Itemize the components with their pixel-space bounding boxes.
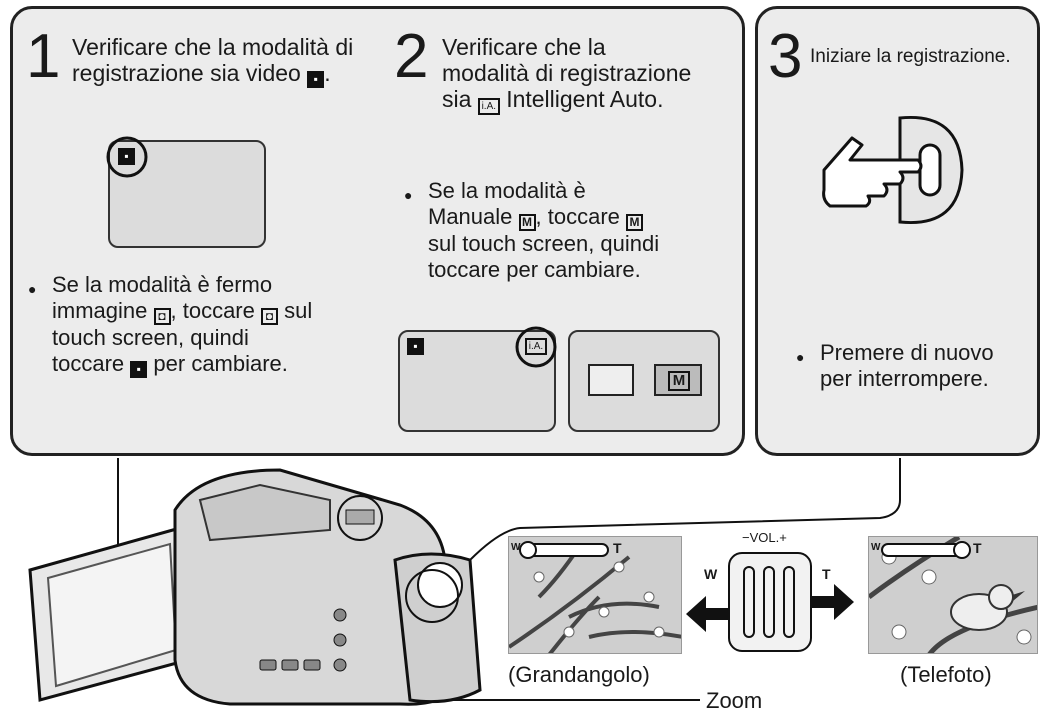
lever-groove xyxy=(783,566,795,638)
manual-mode-icon: M xyxy=(626,214,644,231)
arrow-right-icon xyxy=(810,584,854,620)
wide-branch-illustration xyxy=(509,545,681,653)
lever-groove xyxy=(763,566,775,638)
step-2-number: 2 xyxy=(394,22,429,91)
zoom-lever[interactable] xyxy=(728,552,812,652)
wide-angle-photo: W T xyxy=(508,536,682,654)
telephoto-caption: (Telefoto) xyxy=(900,662,992,687)
zoom-t-label: T xyxy=(822,566,831,582)
arrow-left-icon xyxy=(686,596,730,632)
wide-angle-caption: (Grandangolo) xyxy=(508,662,650,687)
vol-label: −VOL.+ xyxy=(742,530,787,545)
zoom-bar-t-label: T xyxy=(613,540,622,556)
zoom-bar-tele xyxy=(881,541,971,559)
step-3-number: 3 xyxy=(768,22,803,91)
video-mode-icon: ▪ xyxy=(130,361,148,378)
step-3-bullet: Premere di nuovo per interrompere. xyxy=(796,340,994,392)
intelligent-auto-icon: i.A. xyxy=(477,98,500,115)
zoom-slider-knob xyxy=(519,541,537,559)
step-1-number: 1 xyxy=(26,22,61,91)
lever-groove xyxy=(743,566,755,638)
zoom-slider-knob xyxy=(953,541,971,559)
step-1-title: Verificare che la modalità di registrazi… xyxy=(72,34,354,88)
mode-option-box[interactable] xyxy=(588,364,634,396)
manual-mode-icon: M xyxy=(518,214,536,231)
zoom-bar-w-label: W xyxy=(511,542,521,553)
video-mode-icon: ▪ xyxy=(307,71,325,88)
zoom-w-label: W xyxy=(704,566,718,582)
intelligent-auto-icon: i.A. xyxy=(525,338,547,355)
step-2-bullet: Se la modalità è Manuale M, toccare M su… xyxy=(404,178,659,283)
zoom-bar-w-label: W xyxy=(871,542,881,553)
still-image-mode-icon: ◘ xyxy=(153,308,171,325)
step-3-title: Iniziare la registrazione. xyxy=(810,46,1011,67)
still-image-mode-icon: ◘ xyxy=(261,308,278,325)
step-2-title: Verificare che la modalità di registrazi… xyxy=(442,34,691,115)
video-mode-icon: ▪ xyxy=(118,148,135,165)
video-mode-icon: ▪ xyxy=(407,338,424,355)
zoom-bar-t-label: T xyxy=(973,540,982,556)
step-1-bullet: Se la modalità è fermo immagine ◘, tocca… xyxy=(28,272,312,378)
zoom-label: Zoom xyxy=(706,688,763,713)
telephoto-photo: W T xyxy=(868,536,1038,654)
zoom-bar-wide xyxy=(519,541,609,559)
manual-mode-icon: M xyxy=(668,371,690,391)
manual-mode-button[interactable]: M xyxy=(654,364,702,396)
